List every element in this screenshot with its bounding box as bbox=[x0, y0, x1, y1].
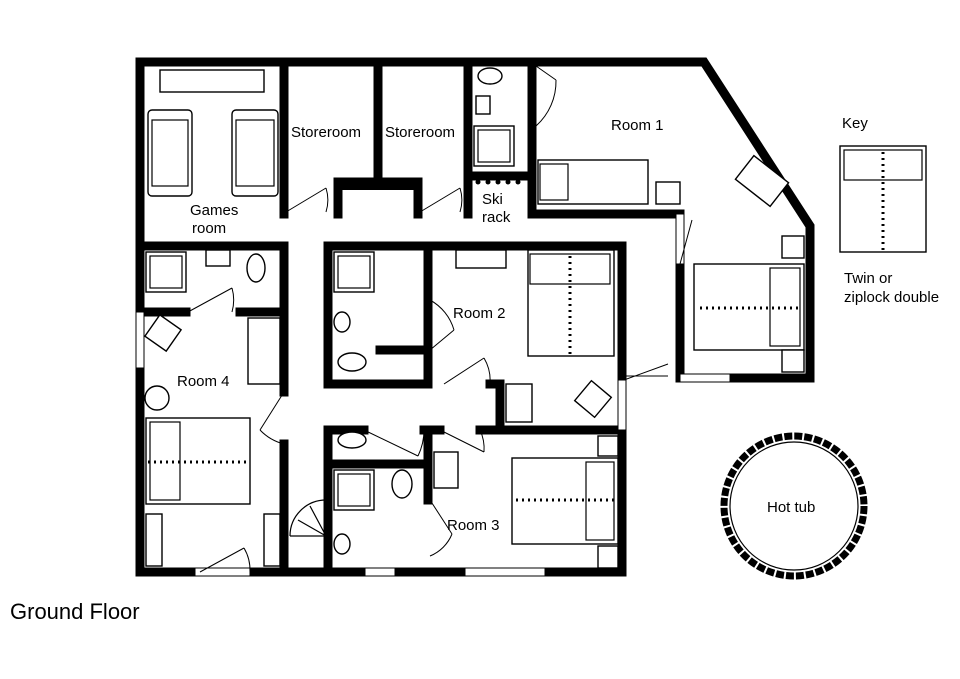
basin bbox=[333, 533, 351, 555]
desk bbox=[433, 451, 459, 489]
label-room-3: Room 3 bbox=[447, 517, 500, 534]
spiral-stairs bbox=[289, 499, 327, 537]
fixtures bbox=[143, 67, 805, 569]
label-storeroom-2: Storeroom bbox=[385, 124, 455, 141]
desk bbox=[505, 383, 533, 423]
label-games-room-1: Games bbox=[190, 202, 238, 219]
ski-rack-pegs bbox=[475, 179, 521, 185]
page-title: Ground Floor bbox=[10, 599, 140, 624]
hot-tub bbox=[720, 432, 868, 580]
bedside-table-2 bbox=[781, 235, 805, 259]
windows bbox=[135, 213, 731, 577]
shower bbox=[333, 469, 375, 511]
shower bbox=[333, 251, 375, 293]
doors bbox=[187, 65, 693, 573]
wardrobe bbox=[247, 317, 281, 385]
toilet bbox=[337, 352, 367, 372]
label-room-2: Room 2 bbox=[453, 305, 506, 322]
chair bbox=[143, 313, 183, 353]
key-bed-icon bbox=[839, 145, 927, 253]
chair bbox=[573, 379, 613, 419]
key-caption-2: ziplock double bbox=[844, 289, 939, 306]
key-caption-1: Twin or bbox=[844, 270, 892, 287]
bedside-table bbox=[655, 181, 681, 205]
key-title: Key bbox=[842, 115, 868, 132]
walls bbox=[135, 57, 815, 577]
label-ski-rack-1: Ski bbox=[482, 191, 503, 208]
double-bed-room-2 bbox=[527, 249, 615, 357]
label-room-4: Room 4 bbox=[177, 373, 230, 390]
basin bbox=[333, 311, 351, 333]
toilet bbox=[391, 469, 413, 499]
toilet bbox=[337, 431, 367, 449]
single-bed bbox=[537, 159, 649, 205]
toilet bbox=[477, 67, 503, 85]
sofa-right bbox=[231, 109, 279, 197]
label-games-room-2: room bbox=[192, 220, 226, 237]
sofa-left bbox=[147, 109, 193, 197]
shower bbox=[473, 125, 515, 167]
tv-unit bbox=[455, 249, 507, 269]
desk bbox=[734, 154, 790, 208]
basin bbox=[475, 95, 491, 115]
label-hot-tub: Hot tub bbox=[767, 499, 815, 516]
round-table bbox=[144, 385, 170, 411]
label-ski-rack-2: rack bbox=[482, 209, 511, 226]
basin bbox=[205, 249, 231, 267]
label-room-1: Room 1 bbox=[611, 117, 664, 134]
label-storeroom-1: Storeroom bbox=[291, 124, 361, 141]
shower bbox=[145, 251, 187, 293]
toilet bbox=[246, 253, 266, 283]
sideboard bbox=[159, 69, 265, 93]
